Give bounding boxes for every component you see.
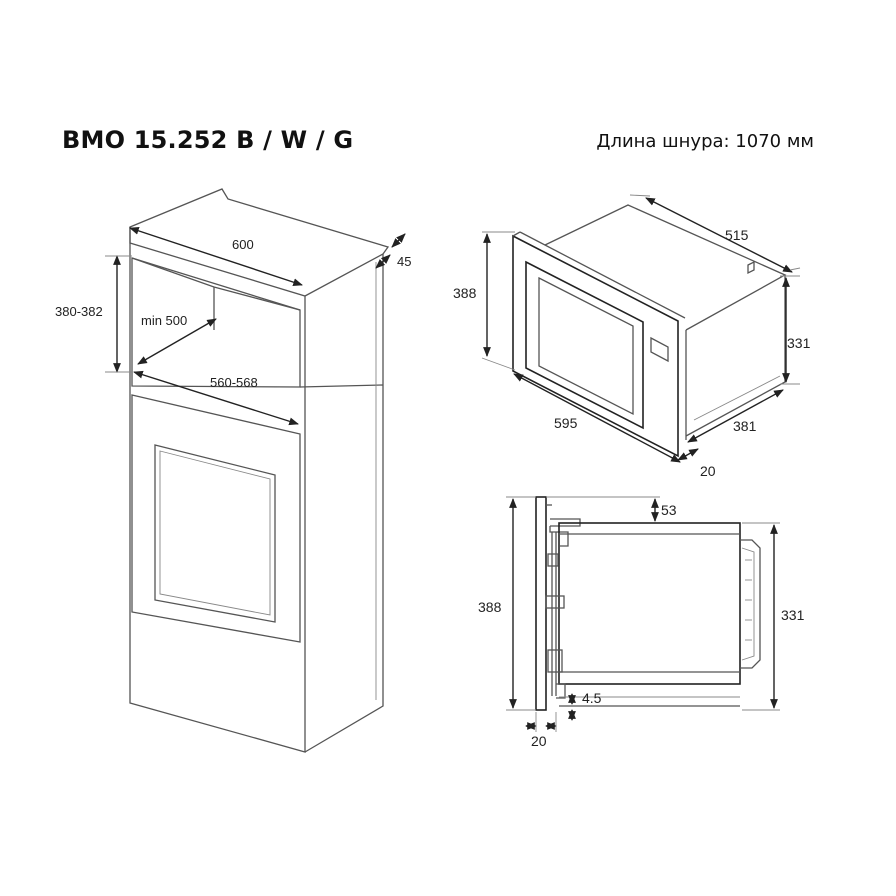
side-view-dimension-lines: 53 388 331 4.5 20 (478, 496, 805, 749)
dim-appliance-frame-depth: 20 (700, 463, 716, 479)
dim-side-top-offset: 53 (661, 502, 677, 518)
dim-niche-width-top: 600 (232, 237, 254, 252)
dim-appliance-width: 595 (554, 415, 578, 431)
appliance-side-view-drawing (535, 496, 761, 711)
dim-side-height: 388 (478, 599, 502, 615)
dim-niche-depth-side: 45 (397, 254, 411, 269)
model-title: BMO 15.252 B / W / G (62, 126, 354, 154)
dim-appliance-body-depth: 381 (733, 418, 757, 434)
dim-appliance-depth-top: 515 (725, 227, 749, 243)
appliance-dimension-lines: 388 515 331 595 381 20 (453, 194, 811, 479)
dim-side-bottom-gap: 4.5 (582, 690, 602, 706)
cord-length: Длина шнура: 1070 мм (596, 131, 814, 152)
dim-side-body-height: 331 (781, 607, 805, 623)
dim-niche-width-inner: 560-568 (210, 375, 258, 390)
dim-niche-height: 380-382 (55, 304, 103, 319)
niche-dimension-lines: 600 45 380-382 min 500 560-568 (55, 227, 411, 426)
dim-appliance-height: 388 (453, 285, 477, 301)
cabinet-niche-drawing (129, 188, 390, 753)
dim-niche-depth-min: min 500 (141, 313, 187, 328)
dim-side-frame-depth: 20 (531, 733, 547, 749)
dim-appliance-body-height: 331 (787, 335, 811, 351)
